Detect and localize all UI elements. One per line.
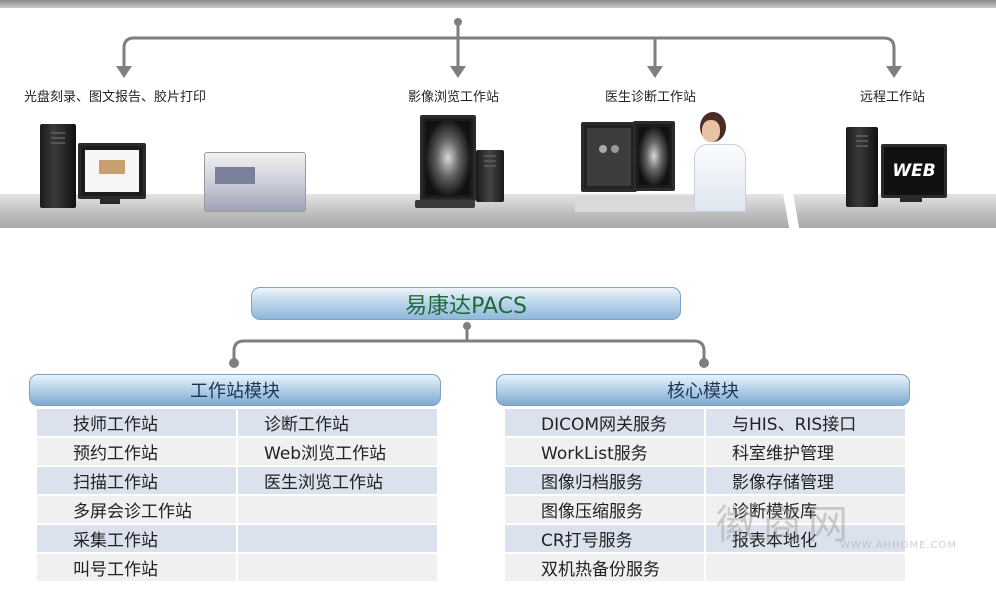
- table-cell: 诊断模板库: [706, 496, 905, 523]
- top-branch-line: [122, 36, 896, 74]
- film-printer-icon: [204, 152, 306, 212]
- diagnosis-monitor-left-icon: [581, 122, 637, 192]
- table-row: CR打号服务报表本地化: [505, 525, 905, 552]
- pc-tower-icon: [40, 124, 76, 208]
- table-row: 多屏会诊工作站: [37, 496, 437, 523]
- right-node-dot: [699, 358, 709, 368]
- pacs-branch-line: [232, 339, 706, 360]
- table-row: WorkList服务科室维护管理: [505, 438, 905, 465]
- table-cell: 医生浏览工作站: [238, 467, 437, 494]
- station-label-diagnosis: 医生诊断工作站: [605, 90, 697, 105]
- monitor-stand: [100, 198, 120, 204]
- pc-tower-icon-3: [846, 127, 878, 207]
- pc-tower-icon-2: [476, 150, 504, 202]
- table-cell: CR打号服务: [505, 525, 704, 552]
- arrow-3: [647, 66, 663, 78]
- monitor-icon: [78, 143, 146, 199]
- top-bar: [0, 0, 996, 8]
- station-label-viewer: 影像浏览工作站: [408, 90, 500, 105]
- table-cell: Web浏览工作站: [238, 438, 437, 465]
- table-row: 图像归档服务影像存储管理: [505, 467, 905, 494]
- table-row: 图像压缩服务诊断模板库: [505, 496, 905, 523]
- table-cell: 采集工作站: [37, 525, 236, 552]
- arrow-1: [116, 66, 132, 78]
- table-row: 叫号工作站: [37, 554, 437, 581]
- station-label-remote: 远程工作站: [860, 90, 926, 105]
- left-node-dot: [229, 358, 239, 368]
- core-module-title: 核心模块: [667, 381, 739, 402]
- table-row: DICOM网关服务与HIS、RIS接口: [505, 409, 905, 436]
- table-row: 采集工作站: [37, 525, 437, 552]
- table-cell: [238, 496, 437, 523]
- table-cell: 叫号工作站: [37, 554, 236, 581]
- table-cell: 多屏会诊工作站: [37, 496, 236, 523]
- keyboard-icon: [415, 200, 475, 208]
- pacs-title-text: 易康达PACS: [405, 293, 527, 319]
- top-node-dot: [454, 18, 462, 26]
- arrow-2: [450, 66, 466, 78]
- arrow-4: [886, 66, 902, 78]
- table-cell: [238, 525, 437, 552]
- table-cell: 科室维护管理: [706, 438, 905, 465]
- table-cell: 双机热备份服务: [505, 554, 704, 581]
- table-cell: 图像压缩服务: [505, 496, 704, 523]
- table-cell: DICOM网关服务: [505, 409, 704, 436]
- table-cell: 影像存储管理: [706, 467, 905, 494]
- table-cell: 扫描工作站: [37, 467, 236, 494]
- web-screen-text: WEB: [892, 161, 936, 181]
- table-cell: [706, 554, 905, 581]
- table-row: 双机热备份服务: [505, 554, 905, 581]
- doctor-icon: [690, 112, 746, 212]
- table-cell: 诊断工作站: [238, 409, 437, 436]
- table-cell: 报表本地化: [706, 525, 905, 552]
- table-cell: WorkList服务: [505, 438, 704, 465]
- table-cell: 预约工作站: [37, 438, 236, 465]
- table-cell: 技师工作站: [37, 409, 236, 436]
- pacs-node-dot: [463, 322, 471, 330]
- pacs-system-title: 易康达PACS: [251, 287, 681, 320]
- workstation-module-title: 工作站模块: [190, 381, 280, 402]
- web-monitor-icon: WEB: [881, 144, 947, 198]
- table-row: 扫描工作站医生浏览工作站: [37, 467, 437, 494]
- table-cell: [238, 554, 437, 581]
- monitor-stand-2: [900, 196, 922, 202]
- diagnosis-monitor-right-icon: [633, 121, 675, 191]
- core-module-header: 核心模块: [496, 374, 910, 406]
- table-cell: 与HIS、RIS接口: [706, 409, 905, 436]
- workstation-module-header: 工作站模块: [29, 374, 441, 406]
- table-cell: 图像归档服务: [505, 467, 704, 494]
- xray-monitor-icon: [420, 115, 476, 201]
- station-label-print: 光盘刻录、图文报告、胶片打印: [24, 90, 207, 105]
- table-row: 技师工作站诊断工作站: [37, 409, 437, 436]
